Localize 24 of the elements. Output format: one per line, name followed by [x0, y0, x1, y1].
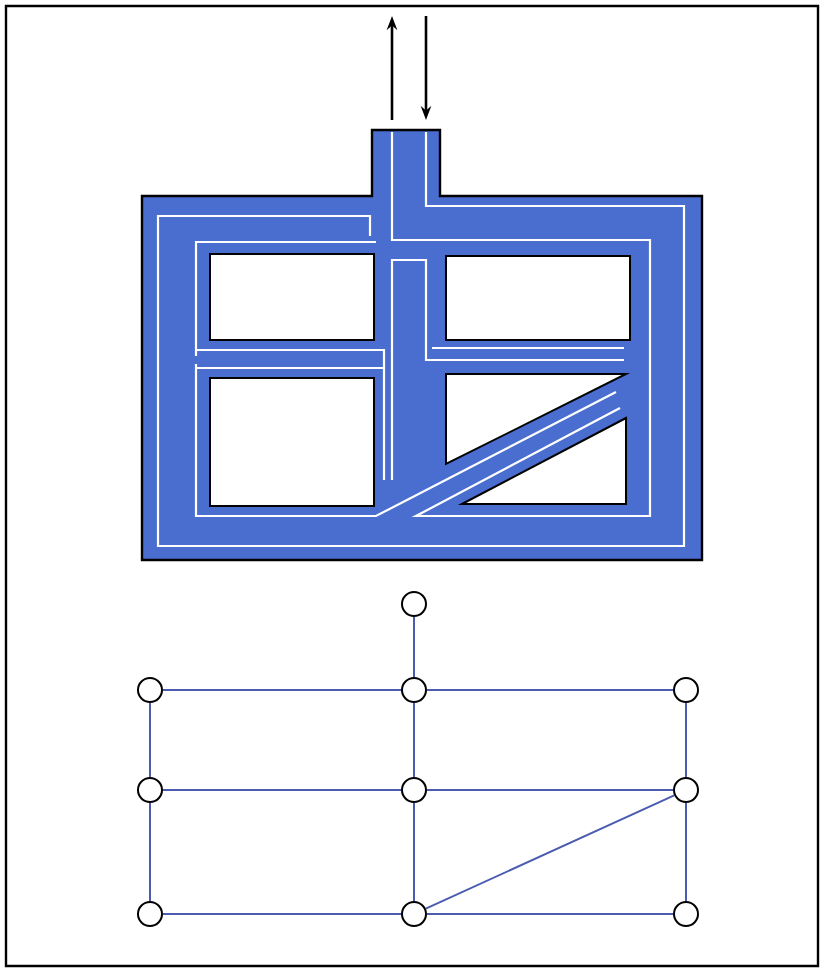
- graph-edge: [162, 789, 402, 791]
- graph-edge: [149, 702, 151, 778]
- graph-edge: [413, 702, 415, 778]
- graph-vertex: [673, 901, 699, 927]
- graph-edge: [162, 913, 402, 915]
- graph-vertex: [673, 677, 699, 703]
- graph-edge: [413, 802, 415, 902]
- graph-edge: [426, 913, 674, 915]
- graph-vertex: [137, 901, 163, 927]
- graph-vertex: [401, 777, 427, 803]
- graph-edge: [426, 689, 674, 691]
- graph-vertex: [673, 777, 699, 803]
- graph-edge: [426, 789, 674, 791]
- graph-edge: [162, 689, 402, 691]
- graph-vertex: [137, 777, 163, 803]
- graph-edge: [149, 802, 151, 902]
- graph-edge: [685, 802, 687, 902]
- graph-edge: [685, 702, 687, 778]
- graph-vertex: [401, 591, 427, 617]
- graph-edge: [424, 794, 676, 910]
- graph-vertex: [137, 677, 163, 703]
- graph-vertex: [401, 677, 427, 703]
- graph-vertex: [401, 901, 427, 927]
- graph-edge: [413, 616, 415, 678]
